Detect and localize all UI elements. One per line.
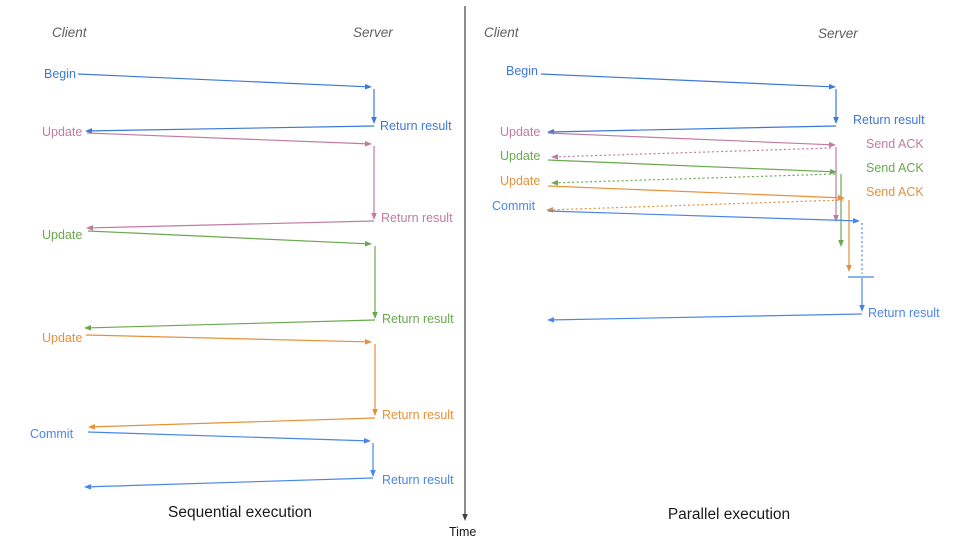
parallel-client-header: Client — [484, 25, 520, 40]
sequential-commit-request-line — [87, 431, 365, 442]
parallel-commit-response-line — [553, 313, 863, 321]
parallel-update2-request-arrowhead — [829, 168, 837, 175]
sequential-begin-label: Begin — [44, 67, 76, 81]
sequential-commit-label: Commit — [30, 427, 74, 441]
sequential-begin-processing-arrowhead — [371, 117, 377, 124]
parallel-begin-request-line — [540, 73, 830, 88]
sequential-update3-processing-arrowhead — [372, 409, 378, 416]
sequential-commit-response-line — [90, 477, 374, 488]
time-axis-label: Time — [449, 525, 476, 539]
sequential-commit-response-arrowhead — [84, 483, 92, 490]
sequential-client-header: Client — [52, 25, 88, 40]
parallel-commit-response-arrowhead — [547, 317, 555, 323]
parallel-commit-request-arrowhead — [852, 217, 860, 224]
parallel-update-label-3: Update — [500, 174, 540, 188]
parallel-send-ack-label-2: Send ACK — [866, 161, 924, 175]
sequential-begin-request-arrowhead — [364, 83, 372, 90]
parallel-begin-response-arrowhead — [547, 129, 555, 135]
sequential-update1-request-line — [86, 132, 366, 145]
parallel-begin-label: Begin — [506, 64, 538, 78]
sequential-commit-request-arrowhead — [363, 437, 371, 444]
sequential-commit-processing-arrowhead — [370, 470, 376, 477]
sequential-update3-response-line — [94, 417, 376, 428]
parallel-update-label-2: Update — [500, 149, 540, 163]
parallel-begin-response-line — [553, 125, 837, 133]
parallel-update3-request-line — [547, 185, 839, 199]
parallel-update2-ack-line — [557, 173, 836, 184]
parallel-update2-request-line — [547, 159, 831, 173]
parallel-update3-request-arrowhead — [837, 194, 845, 201]
sequential-update2-request-line — [87, 230, 366, 245]
sequential-return-result-label-3: Return result — [382, 312, 454, 326]
parallel-return-result-label-1: Return result — [853, 113, 925, 127]
sequential-begin-request-line — [77, 73, 366, 88]
sequential-update1-processing-arrowhead — [371, 213, 377, 220]
sequential-update1-request-arrowhead — [364, 140, 372, 147]
sequential-update3-response-arrowhead — [88, 423, 96, 430]
sequential-return-result-label-5: Return result — [382, 473, 454, 487]
parallel-update1-processing-arrowhead — [833, 215, 839, 222]
parallel-update2-processing-arrowhead — [838, 240, 844, 247]
sequential-begin-response-arrowhead — [85, 128, 93, 134]
sequential-update-label-1: Update — [42, 125, 82, 139]
sequential-update2-response-line — [90, 319, 376, 329]
parallel-return-result-label-2: Return result — [868, 306, 940, 320]
parallel-commit-request-line — [547, 210, 854, 222]
sequential-update3-request-arrowhead — [364, 339, 372, 345]
parallel-server-header: Server — [818, 26, 858, 41]
sequential-return-result-label-2: Return result — [381, 211, 453, 225]
parallel-update3-ack-line — [552, 199, 844, 211]
sequential-update2-response-arrowhead — [84, 325, 92, 331]
parallel-commit-processing-arrowhead — [859, 305, 865, 312]
parallel-update3-processing-arrowhead — [846, 265, 852, 272]
sequential-server-header: Server — [353, 25, 393, 40]
parallel-begin-request-arrowhead — [828, 83, 836, 90]
sequential-update3-request-line — [85, 334, 366, 343]
parallel-commit-label: Commit — [492, 199, 536, 213]
parallel-update1-request-line — [547, 132, 830, 146]
sequential-panel-title: Sequential execution — [168, 504, 312, 521]
parallel-update-label-1: Update — [500, 125, 540, 139]
parallel-update1-ack-line — [557, 147, 832, 158]
sequential-return-result-label-1: Return result — [380, 119, 452, 133]
sequential-update-label-3: Update — [42, 331, 82, 345]
time-axis-arrowhead — [462, 514, 468, 521]
sequential-update-label-2: Update — [42, 228, 82, 242]
sequential-update1-response-line — [92, 220, 375, 229]
parallel-panel-title: Parallel execution — [668, 506, 790, 523]
parallel-send-ack-label-1: Send ACK — [866, 137, 924, 151]
sequential-update1-response-arrowhead — [86, 225, 94, 231]
parallel-update2-ack-arrowhead — [551, 179, 559, 186]
parallel-update1-ack-arrowhead — [551, 153, 559, 160]
parallel-send-ack-label-3: Send ACK — [866, 185, 924, 199]
sequential-update2-processing-arrowhead — [372, 312, 378, 319]
sequential-return-result-label-4: Return result — [382, 408, 454, 422]
parallel-begin-processing-arrowhead — [833, 117, 839, 124]
sequential-update2-request-arrowhead — [364, 240, 372, 247]
sequential-begin-response-line — [91, 125, 375, 132]
parallel-update1-request-arrowhead — [828, 141, 836, 148]
